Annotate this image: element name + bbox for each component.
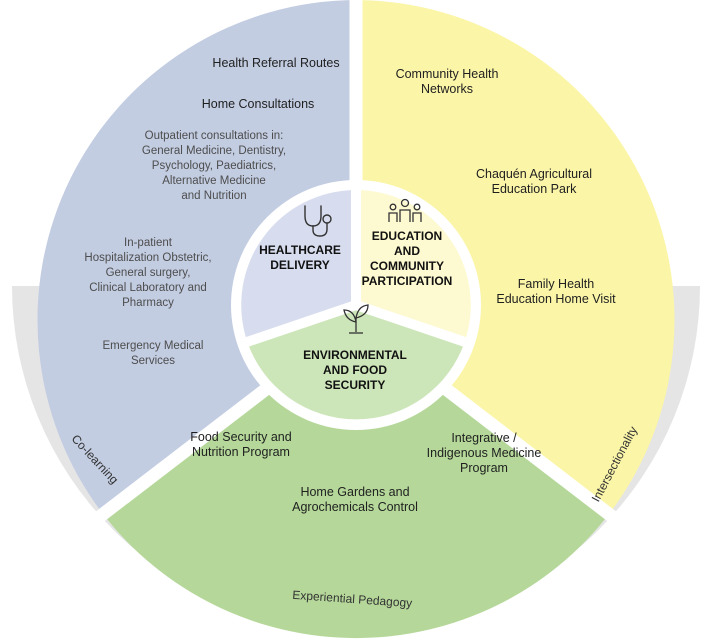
text-line: Emergency Medical (103, 340, 204, 352)
text-line: Outpatient consultations in: (145, 130, 284, 142)
text-line: Agrochemicals Control (292, 500, 418, 514)
text-line: Services (131, 355, 175, 367)
text-line: Food Security and (190, 430, 291, 444)
text-line: ENVIRONMENTAL (303, 348, 407, 362)
text-line: Education Home Visit (496, 292, 616, 306)
healthcare-item: Health Referral Routes (212, 56, 339, 70)
people-group-icon (388, 198, 422, 222)
text-line: Education Park (492, 182, 578, 196)
text-line: Home Gardens and (300, 485, 409, 499)
text-line: AND FOOD (323, 363, 387, 377)
text-line: PARTICIPATION (362, 274, 453, 288)
text-line: Home Consultations (202, 97, 315, 111)
text-line: Nutrition Program (192, 445, 290, 459)
stethoscope-icon (304, 205, 332, 237)
text-line: Pharmacy (122, 297, 174, 309)
healthcare-item: Outpatient consultations in: General Medi… (142, 130, 286, 202)
text-line: SECURITY (325, 378, 386, 392)
healthcare-sector (37, 0, 356, 514)
text-line: Integrative / (451, 431, 517, 445)
education-core (356, 190, 471, 341)
text-line: Indigenous Medicine (427, 446, 542, 460)
text-line: General Medicine, Dentistry, (142, 145, 286, 157)
text-line: and Nutrition (181, 190, 246, 202)
environment-sector (103, 320, 609, 639)
text-line: Chaquén Agricultural (476, 167, 592, 181)
text-line: Health Referral Routes (212, 56, 339, 70)
text-line: In-patient (124, 237, 173, 249)
text-line: Program (460, 461, 508, 475)
text-line: Family Health (518, 277, 594, 291)
core-separator-left (242, 300, 358, 348)
text-line: EDUCATION (372, 229, 442, 243)
core-separator-right (354, 300, 470, 348)
text-line: Clinical Laboratory and (89, 282, 207, 294)
text-line: Alternative Medicine (162, 175, 266, 187)
text-line: COMMUNITY (370, 259, 444, 273)
text-line: Psychology, Paediatrics, (152, 160, 276, 172)
plant-sprout-icon (343, 304, 369, 334)
text-line: General surgery, (106, 267, 191, 279)
text-line: AND (394, 244, 420, 258)
text-line: Hospitalization Obstetric, (84, 252, 211, 264)
education-sector (356, 0, 675, 514)
text-line: DELIVERY (270, 258, 330, 272)
text-line: Community Health (396, 67, 499, 81)
text-line: HEALTHCARE (259, 243, 341, 257)
text-line: Networks (421, 82, 473, 96)
healthcare-item: Home Consultations (202, 97, 315, 111)
environment-core (247, 305, 465, 420)
